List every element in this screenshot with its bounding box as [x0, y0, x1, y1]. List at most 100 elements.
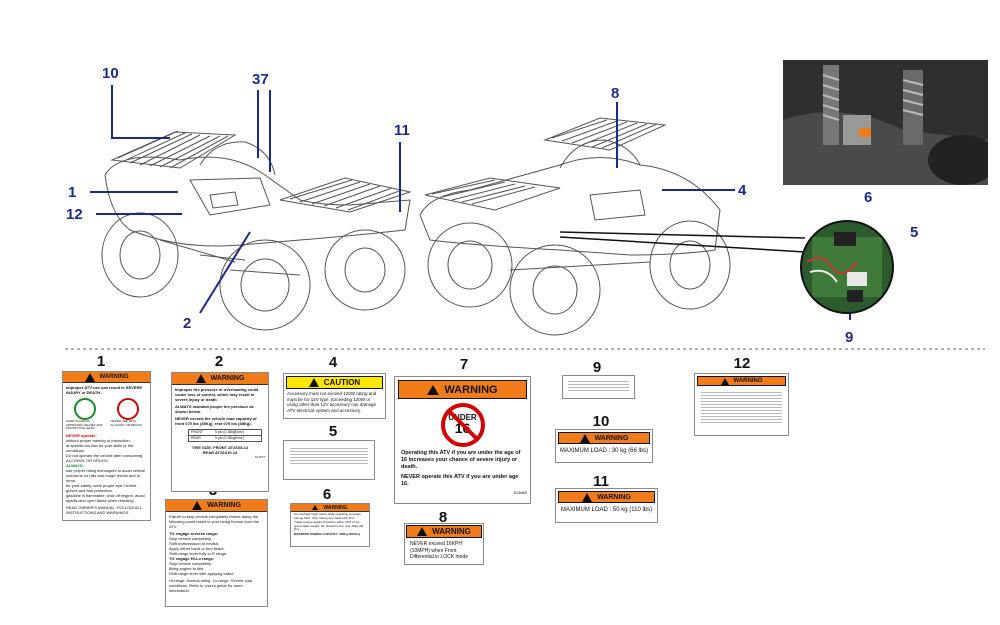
hilo-step: Shift range lever with applying brake. [169, 571, 235, 576]
decal-5-fine-print [284, 441, 374, 471]
decal-3-warning: WARNING Failure to stop vehicle complete… [165, 499, 268, 607]
never-item: Do not operate the vehicle after consumi… [66, 452, 143, 463]
alcohol-caption: NEVER USE WITH ALCOHOL OR DRUGS [110, 419, 142, 427]
decal-number-7: 7 [459, 356, 469, 373]
decal-11-text: MAXIMUM LOAD : 50 kg (110 lbs) [560, 507, 653, 513]
decal-8-warning: WARNING NEVER exceed 16KPH (10MPH) when … [404, 523, 484, 565]
decal-3-text-1: Failure to stop vehicle completely befor… [169, 514, 260, 529]
decal-number-2: 2 [214, 353, 224, 370]
always-item: use proper riding techniques to avoid ve… [66, 467, 146, 483]
decal-6-text-3: MAXIMUM TOWING CAPACITY: 300kg (661lbs) [294, 531, 361, 536]
decal-3-reverse-label: TO engage reverse range: [169, 531, 219, 536]
decal-4-text: Accessory must not exceed 120W rating an… [287, 391, 377, 413]
no-alcohol-icon [117, 398, 140, 420]
decal-2-text-1: Improper tire pressure or overloading co… [175, 387, 259, 402]
always-item: for your safety, wear proper eye, helmet… [66, 482, 137, 493]
decal-6-warning: WARNING An overload might cause while op… [290, 503, 370, 547]
decal-1-footer: READ OWNER'S MANUAL. FOLLOW ALL INSTRUCT… [66, 504, 142, 515]
caution-triangle-icon [308, 378, 319, 387]
decal-number-8: 8 [438, 509, 448, 526]
atv-illustrations [65, 85, 985, 350]
tire-rear-label: REAR [202, 450, 214, 455]
table-cell: REAR [191, 436, 201, 440]
decal-10-warning: WARNING MAXIMUM LOAD : 30 kg (66 lbs) [555, 429, 653, 463]
callout-37: 37 [252, 71, 269, 88]
decal-7-header: WARNING [398, 380, 527, 399]
callout-6: 6 [864, 189, 873, 206]
atv-right-drawing [419, 117, 731, 336]
tire-size-label: TIRE SIZE: FRONT [191, 445, 228, 450]
decal-5 [283, 440, 375, 480]
decal-7-warning: WARNING UNDER 16 Operating this ATV if y… [394, 376, 531, 504]
decal-3-header: WARNING [166, 500, 267, 512]
decal-4-header: CAUTION [286, 376, 383, 389]
never-item: at speeds too fast for your skills or th… [66, 442, 134, 453]
decal-3-hilo-label: TO engage Hi-Lo range: [169, 556, 215, 561]
decal-1-never-label: NEVER operate: [66, 432, 97, 438]
warning-triangle-icon [582, 492, 593, 502]
decal-number-4: 4 [328, 354, 338, 371]
decal-10-header: WARNING [558, 432, 650, 444]
board-photo [800, 220, 894, 314]
callout-4: 4 [738, 182, 747, 199]
decal-6-text-2: Trailer tongue weight should be within 1… [294, 520, 364, 532]
atv-left-drawing [101, 130, 412, 331]
callout-10: 10 [102, 65, 119, 82]
decal-2-part-number: 517877 [254, 455, 265, 459]
reverse-step: Shift range lever fully to R range. [169, 551, 228, 556]
table-cell: 5 psi (0.35kgf/cm²) [215, 436, 244, 440]
never-item: without proper training or instruction. [66, 437, 131, 443]
decal-1-always-list: use proper riding techniques to avoid ve… [63, 468, 150, 503]
decal-number-11: 11 [593, 473, 609, 490]
warning-triangle-icon [195, 374, 206, 383]
decal-7-part-number: 513665 [513, 490, 527, 495]
decal-2-header: WARNING [172, 373, 268, 385]
tire-rear-size: AT26X10-14 [214, 450, 238, 455]
callout-2: 2 [183, 315, 192, 332]
helmet-icon [73, 398, 96, 420]
warning-triangle-icon [427, 384, 440, 395]
decal-6-text-1: An overload might cause while operating … [294, 512, 362, 520]
decal-3-text-end: Hi-range: Normal riding. Lo-range: Sever… [169, 578, 253, 593]
warning-triangle-icon [579, 433, 590, 443]
decal-8-header: WARNING [406, 525, 482, 538]
decal-number-5: 5 [328, 423, 338, 440]
decal-2-warning: WARNING Improper tire pressure or overlo… [171, 372, 269, 492]
decal-12-warning: WARNING [694, 373, 789, 436]
under-16-sign: UNDER 16 [440, 403, 485, 447]
tire-front-size: AT26X8-14 [228, 445, 249, 450]
decal-4-caution: CAUTION Accessory must not exceed 120W r… [283, 373, 386, 419]
reverse-step: Shift transmission to neutral. [169, 541, 220, 546]
decal-1-never-list: without proper training or instruction. … [63, 438, 150, 463]
decal-1-warning: WARNING Improper ATV use can result in S… [62, 371, 151, 521]
decal-6-header: WARNING [291, 504, 369, 512]
warning-triangle-icon [720, 377, 729, 385]
decal-9 [562, 375, 635, 399]
decal-8-text: NEVER exceed 16KPH (10MPH) when Front Di… [410, 541, 468, 560]
decal-7-text-2: NEVER operate this ATV if you are under … [401, 474, 519, 487]
decal-2-text-3: NEVER exceed the vehicle load capacity o… [175, 416, 257, 426]
decal-number-1: 1 [96, 353, 106, 370]
callout-1: 1 [68, 184, 77, 201]
reverse-step: Stop vehicle completely. [169, 536, 212, 541]
callout-9: 9 [845, 329, 854, 346]
decal-number-10: 10 [592, 413, 610, 430]
decal-1-always-label: ALWAYS: [66, 462, 84, 468]
decal-12-fine-print [695, 388, 788, 427]
tire-pressure-table: FRONT 5 psi (0.35kgf/cm²) REAR 5 psi (0.35… [188, 429, 262, 442]
decal-11-warning: WARNING MAXIMUM LOAD : 50 kg (110 lbs) [555, 488, 658, 523]
decal-number-12: 12 [733, 355, 751, 372]
callout-8: 8 [611, 85, 620, 102]
decal-9-fine-print [563, 376, 634, 396]
callout-11: 11 [394, 122, 410, 139]
hilo-step: Stop vehicle completely. [169, 561, 212, 566]
decal-2-text-2: ALWAYS maintain proper tire pressure as … [175, 404, 254, 414]
decal-10-text: MAXIMUM LOAD : 30 kg (66 lbs) [559, 448, 649, 454]
warning-triangle-icon [312, 505, 319, 510]
shock-photo [783, 60, 988, 185]
table-cell: FRONT [191, 430, 204, 434]
hilo-step: Bring engine to idle. [169, 566, 205, 571]
table-cell: 5 psi (0.35kgf/cm²) [215, 430, 244, 434]
callout-12: 12 [66, 206, 83, 223]
under-label: UNDER [448, 413, 477, 422]
